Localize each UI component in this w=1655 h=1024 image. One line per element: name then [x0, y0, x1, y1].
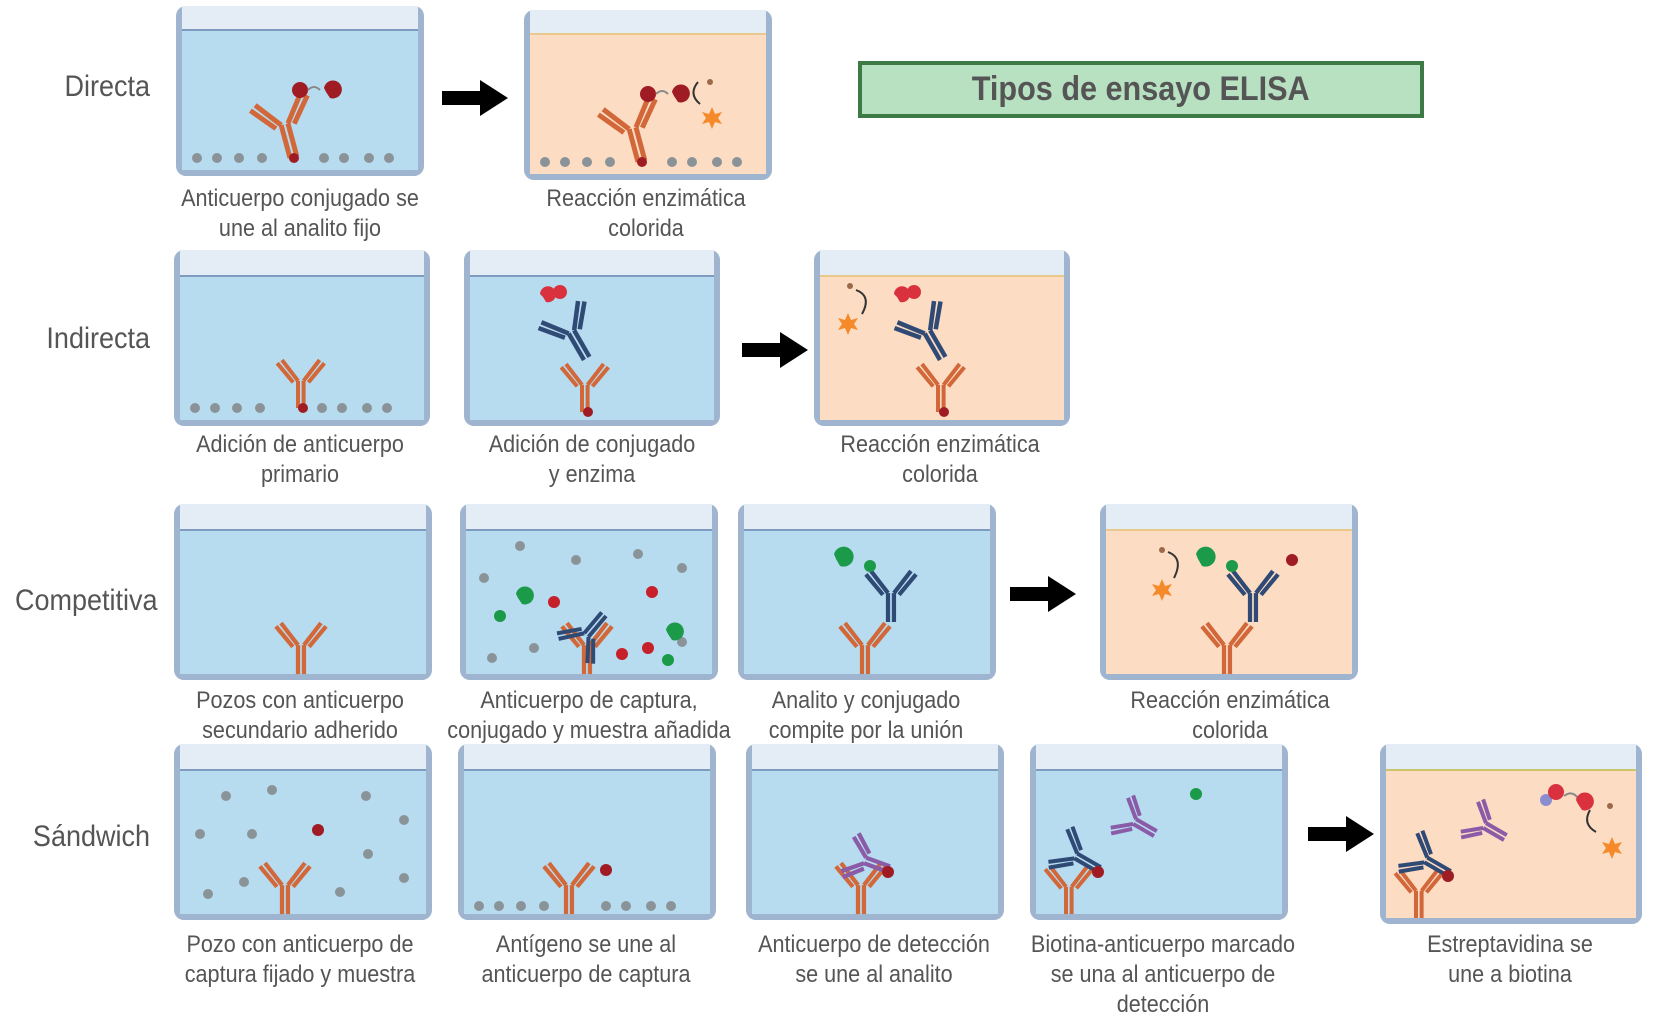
well-sandwich-2 [454, 744, 720, 926]
caption-sandwich-4: Biotina-anticuerpo marcado se una al ant… [1030, 931, 1296, 1018]
caption-sandwich-3: Anticuerpo de detección se une al analit… [758, 931, 990, 988]
well-sandwich-5 [1376, 744, 1646, 930]
row-label-competitiva: Competitiva [15, 584, 158, 617]
caption-indirecta-1: Adición de anticuerpo primario [196, 431, 404, 488]
arrow-icon [742, 332, 808, 368]
well-sandwich-3 [742, 744, 1008, 926]
well-sandwich-4 [1026, 744, 1292, 926]
caption-sandwich-2: Antígeno se une al anticuerpo de captura [481, 931, 691, 988]
caption-directa-2: Reacción enzimática colorida [546, 185, 746, 242]
well-competitiva-4 [1096, 504, 1362, 686]
well-indirecta-2 [460, 250, 724, 432]
caption-sandwich-5: Estreptavidina se une a biotina [1427, 931, 1593, 988]
arrow-icon [1010, 576, 1076, 612]
row-label-sandwich: Sándwich [32, 820, 150, 853]
well-indirecta-3 [810, 250, 1074, 432]
caption-competitiva-2: Anticuerpo de captura, conjugado y muest… [447, 687, 731, 744]
arrow-icon [1308, 816, 1374, 852]
caption-indirecta-2: Adición de conjugado y enzima [488, 431, 696, 488]
row-label-indirecta: Indirecta [46, 322, 150, 355]
diagram-title-text: Tipos de ensayo ELISA [972, 70, 1310, 108]
diagram-title: Tipos de ensayo ELISA [858, 61, 1424, 118]
well-competitiva-2 [456, 504, 722, 686]
well-sandwich-1 [170, 744, 436, 926]
well-indirecta-1 [170, 250, 434, 432]
caption-directa-1: Anticuerpo conjugado se une al analito f… [181, 185, 419, 242]
caption-competitiva-3: Analito y conjugado compite por la unión [768, 687, 964, 744]
caption-competitiva-1: Pozos con anticuerpo secundario adherido [196, 687, 404, 744]
caption-sandwich-1: Pozo con anticuerpo de captura fijado y … [184, 931, 416, 988]
well-directa-1 [172, 6, 428, 182]
well-competitiva-3 [734, 504, 1000, 686]
well-directa-2 [520, 10, 776, 186]
caption-competitiva-4: Reacción enzimática colorida [1130, 687, 1330, 744]
arrow-icon [442, 80, 508, 116]
well-competitiva-1 [170, 504, 436, 686]
caption-indirecta-3: Reacción enzimática colorida [840, 431, 1040, 488]
row-label-directa: Directa [64, 70, 150, 103]
